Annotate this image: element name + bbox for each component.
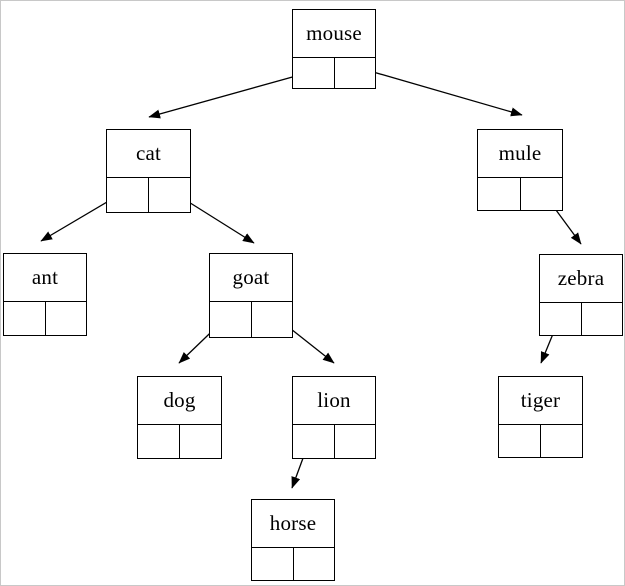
node-pointer-cells-cat [107,177,190,212]
tree-node-zebra[interactable]: zebra [539,254,623,336]
right-pointer-cell-goat[interactable] [252,302,293,337]
edge-mouse-to-cat [148,70,315,119]
right-pointer-cell-cat[interactable] [149,178,190,212]
right-pointer-cell-ant[interactable] [46,302,87,335]
left-pointer-cell-ant[interactable] [4,302,46,335]
node-pointer-cells-mule [478,177,562,210]
node-label-zebra: zebra [557,266,605,290]
left-pointer-cell-lion[interactable] [293,425,335,458]
tree-node-ant[interactable]: ant [3,253,87,336]
tree-node-mule[interactable]: mule [477,129,563,211]
node-label-cat: cat [135,141,162,165]
node-pointer-cells-ant [4,301,86,335]
right-pointer-cell-zebra[interactable] [582,303,623,335]
right-pointer-cell-mouse[interactable] [335,58,376,88]
left-pointer-cell-horse[interactable] [252,548,294,580]
left-pointer-cell-cat[interactable] [107,178,149,212]
node-pointer-cells-zebra [540,302,622,335]
node-pointer-cells-mouse [293,57,375,88]
tree-node-mouse[interactable]: mouse [292,9,376,89]
tree-node-dog[interactable]: dog [137,376,222,459]
right-pointer-cell-horse[interactable] [294,548,335,580]
node-pointer-cells-goat [210,301,292,337]
node-label-ant: ant [31,265,59,289]
left-pointer-cell-mule[interactable] [478,178,521,210]
tree-node-lion[interactable]: lion [292,376,376,459]
node-label-mouse: mouse [306,21,362,45]
right-pointer-cell-mule[interactable] [521,178,563,210]
tree-node-goat[interactable]: goat [209,253,293,338]
node-pointer-cells-horse [252,547,334,580]
tree-node-horse[interactable]: horse [251,499,335,581]
left-pointer-cell-dog[interactable] [138,425,180,458]
tree-node-tiger[interactable]: tiger [498,376,583,458]
tree-node-cat[interactable]: cat [106,129,191,213]
left-pointer-cell-zebra[interactable] [540,303,582,335]
node-label-goat: goat [232,265,270,289]
right-pointer-cell-tiger[interactable] [541,425,582,457]
node-label-tiger: tiger [520,388,561,412]
right-pointer-cell-dog[interactable] [180,425,221,458]
node-label-dog: dog [163,388,196,412]
node-label-lion: lion [317,388,351,412]
node-pointer-cells-dog [138,424,221,458]
left-pointer-cell-mouse[interactable] [293,58,335,88]
edge-mouse-to-mule [355,66,523,117]
right-pointer-cell-lion[interactable] [335,425,376,458]
node-pointer-cells-lion [293,424,375,458]
node-label-mule: mule [498,141,542,165]
left-pointer-cell-tiger[interactable] [499,425,541,457]
left-pointer-cell-goat[interactable] [210,302,252,337]
node-pointer-cells-tiger [499,424,582,457]
node-label-horse: horse [269,511,317,535]
